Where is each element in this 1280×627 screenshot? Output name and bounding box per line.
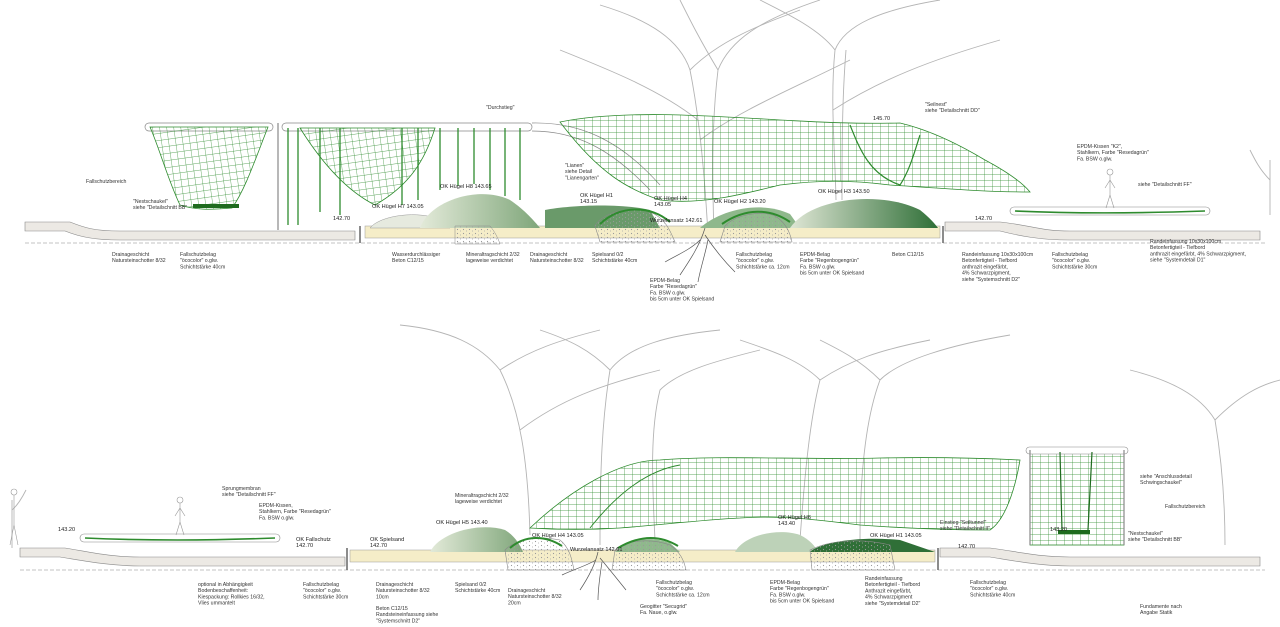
label-fallschutzbelag-s2-3: Fallschutzbelag"öcocolor" o.glw.Schichts… [970, 580, 1015, 598]
membrane-frame-1 [1009, 206, 1211, 216]
mound-h3 [790, 198, 938, 228]
label-nestschaukel: "Nestschaukel"siehe "Detailschnitt BB" [133, 199, 187, 211]
label-geogitter: Geogitter "Secugrid"Fa. Naue, o.glw. [640, 604, 687, 616]
sprungmembran-1 [1014, 210, 1206, 214]
membrane-frame-2 [79, 533, 281, 543]
roots-section-1 [664, 227, 736, 283]
person-figure-2 [174, 496, 186, 536]
level-142-b: 142.70 [975, 216, 992, 222]
level-142-s2: 142.70 [958, 544, 975, 550]
roots-section-2 [561, 551, 627, 601]
label-seilnest: "Seilnest"siehe "Detailschnitt DD" [925, 102, 980, 114]
level-h4-s2: OK Hügel H4 143.05 [532, 533, 584, 539]
label-einstieg: Einstieg "Seiltunnel"siehe "Detailschnit… [940, 520, 990, 532]
label-durchstieg: "Durchstieg" [486, 105, 515, 111]
label-detail-ff: siehe "Detailschnitt FF" [1138, 182, 1192, 188]
label-epdm-kissen-2: EPDM-Kissen,Stahlkern, Farbe "Resedagrün… [259, 503, 331, 521]
label-epdm-kissen: EPDM-Kissen "K2",Stahlkern, Farbe "Resed… [1077, 144, 1149, 162]
ground-surface-1 [24, 221, 356, 241]
trees-section-1 [559, 0, 1271, 236]
label-fallschutzbelag-3: Fallschutzbelag"öcocolor" o.glw.Schichts… [1052, 252, 1097, 270]
section-1: Fallschutzbereich "Nestschaukel"siehe "D… [24, 0, 1271, 303]
level-142-a: 142.70 [333, 216, 350, 222]
swing-frame-2 [1029, 449, 1125, 546]
labels-section-1: Fallschutzbereich "Nestschaukel"siehe "D… [86, 102, 1246, 303]
mound-h6 [735, 532, 818, 552]
mound-h5 [430, 527, 523, 552]
mound-h8 [420, 194, 540, 228]
level-h5: OK Hügel H5 143.40 [436, 520, 488, 526]
pit-right-1 [719, 213, 793, 243]
pit-right-3 [809, 540, 896, 571]
label-beton: Beton C12/15 [892, 252, 924, 258]
net-nestschaukel-1 [149, 126, 269, 210]
level-h8: OK Hügel H8 143.65 [440, 184, 492, 190]
person-figure-3 [9, 488, 19, 546]
pit-left-2 [504, 537, 575, 571]
label-fallschutzbelag-2: Fallschutzbelag"öcocolor" o.glw.Schichts… [736, 252, 790, 270]
ground-surface-2 [19, 547, 346, 567]
level-wurzelansatz-s2: Wurzelansatz 142.61 [570, 547, 622, 553]
sprungmembran-2 [84, 537, 276, 541]
label-fallschutzbereich: Fallschutzbereich [86, 179, 126, 185]
level-h2: OK Hügel H2 143.20 [714, 199, 766, 205]
label-fallschutzbelag-s2-1: Fallschutzbelag"öcocolor" o.glw.Schichts… [303, 582, 348, 600]
label-fallschutzbelag: Fallschutzbelag"öcocolor" o.glw.Schichts… [180, 252, 225, 270]
swing-seat-1 [193, 204, 239, 208]
level-wurzelansatz: Wurzelansatz 142.61 [650, 218, 702, 224]
swing-seat-2 [1058, 530, 1090, 534]
label-nestschaukel-s2: "Nestschaukel"siehe "Detailschnitt BB" [1128, 531, 1182, 543]
label-lianen: "Lianen"siehe Detail"Lianengarten" [565, 163, 599, 181]
label-fallschutzbereich-s2: Fallschutzbereich [1165, 504, 1205, 510]
level-h7: OK Hügel H7 143.05 [372, 204, 424, 210]
label-fallschutzbelag-s2-2: Fallschutzbelag"öcocolor" o.glw.Schichts… [656, 580, 710, 598]
net-seiltunnel [529, 457, 1021, 531]
level-143-b: 143.20 [1050, 527, 1067, 533]
level-145: 145.70 [873, 116, 890, 122]
person-figure-1 [1104, 168, 1116, 209]
net-seilnest [559, 114, 1031, 202]
level-h3: OK Hügel H3 143.50 [818, 189, 870, 195]
level-143-a: 143.20 [58, 527, 75, 533]
lianen-ropes [287, 128, 521, 225]
level-h1-s2: OK Hügel H1 143.05 [870, 533, 922, 539]
